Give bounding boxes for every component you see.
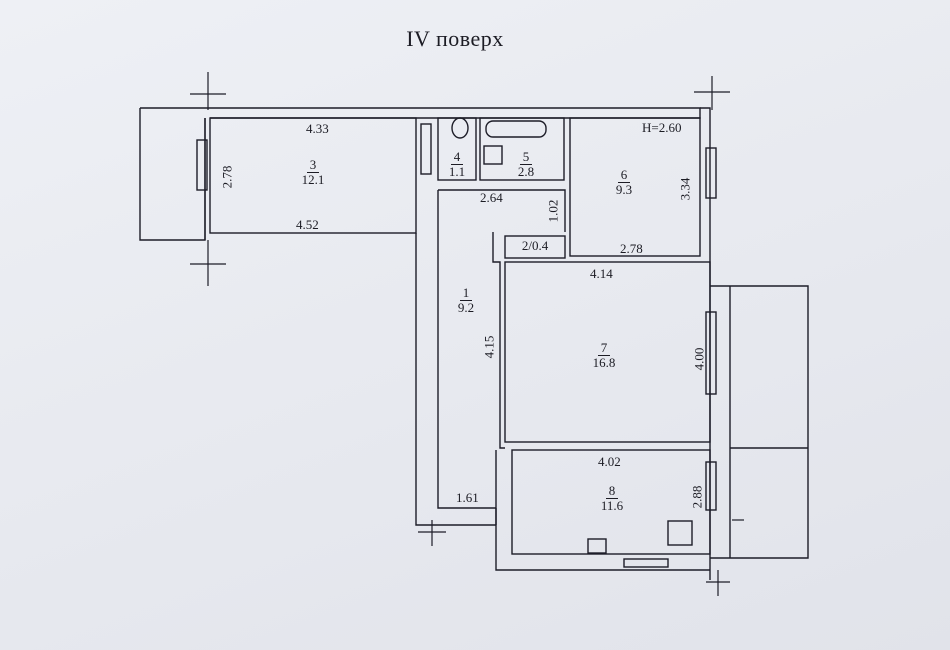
dim-hall-bottom: 1.61	[456, 490, 479, 505]
balcony-left-wall	[139, 108, 206, 241]
dim-room-7-left: 4.15	[481, 335, 497, 359]
outer-wall-bottom	[495, 450, 710, 571]
room-3-outline	[209, 117, 417, 234]
radiator-wc	[420, 123, 432, 175]
outer-wall-right	[700, 107, 711, 580]
sink	[483, 145, 503, 165]
room-6-outline	[569, 117, 701, 257]
dim-room-7-top: 4.14	[590, 266, 613, 281]
stove	[667, 520, 693, 546]
toilet	[451, 117, 469, 139]
floor-title: IV поверх	[406, 26, 504, 51]
balcony-right	[710, 285, 809, 559]
dim-room-8-right: 2.88	[689, 485, 705, 509]
dim-room-6-bottom: 2.78	[620, 241, 643, 256]
dim-hall-top: 2.64	[480, 190, 503, 205]
dim-room-3-bottom: 4.52	[296, 217, 319, 232]
dim-room-8-top: 4.02	[598, 454, 621, 469]
radiator-kitchen	[623, 558, 669, 568]
hall-left-outer	[415, 233, 496, 526]
hall-top-wall	[438, 189, 566, 232]
dim-room-6-side: 3.34	[677, 177, 693, 201]
window-room-3	[196, 139, 208, 191]
ceiling-height: H=2.60	[642, 120, 682, 135]
dim-room-3-side: 2.78	[219, 165, 235, 189]
window-room-8	[705, 461, 717, 511]
window-room-6	[705, 147, 717, 199]
window-room-7	[705, 311, 717, 395]
outer-wall-top	[140, 107, 701, 119]
kitchen-sink	[587, 538, 607, 554]
room-2-outline	[504, 235, 566, 259]
room-2-label: 2/0.4	[521, 238, 549, 253]
room-7-outline	[504, 261, 711, 443]
dim-room-7-right: 4.00	[691, 347, 707, 371]
bathtub	[485, 120, 547, 138]
room-5-outline	[479, 117, 565, 181]
dim-hall-side: 1.02	[545, 199, 561, 223]
hall-right-wall	[492, 232, 505, 449]
hall-left-inner	[437, 190, 496, 509]
room-8-outline	[511, 449, 711, 555]
dim-room-3-top: 4.33	[306, 121, 329, 136]
